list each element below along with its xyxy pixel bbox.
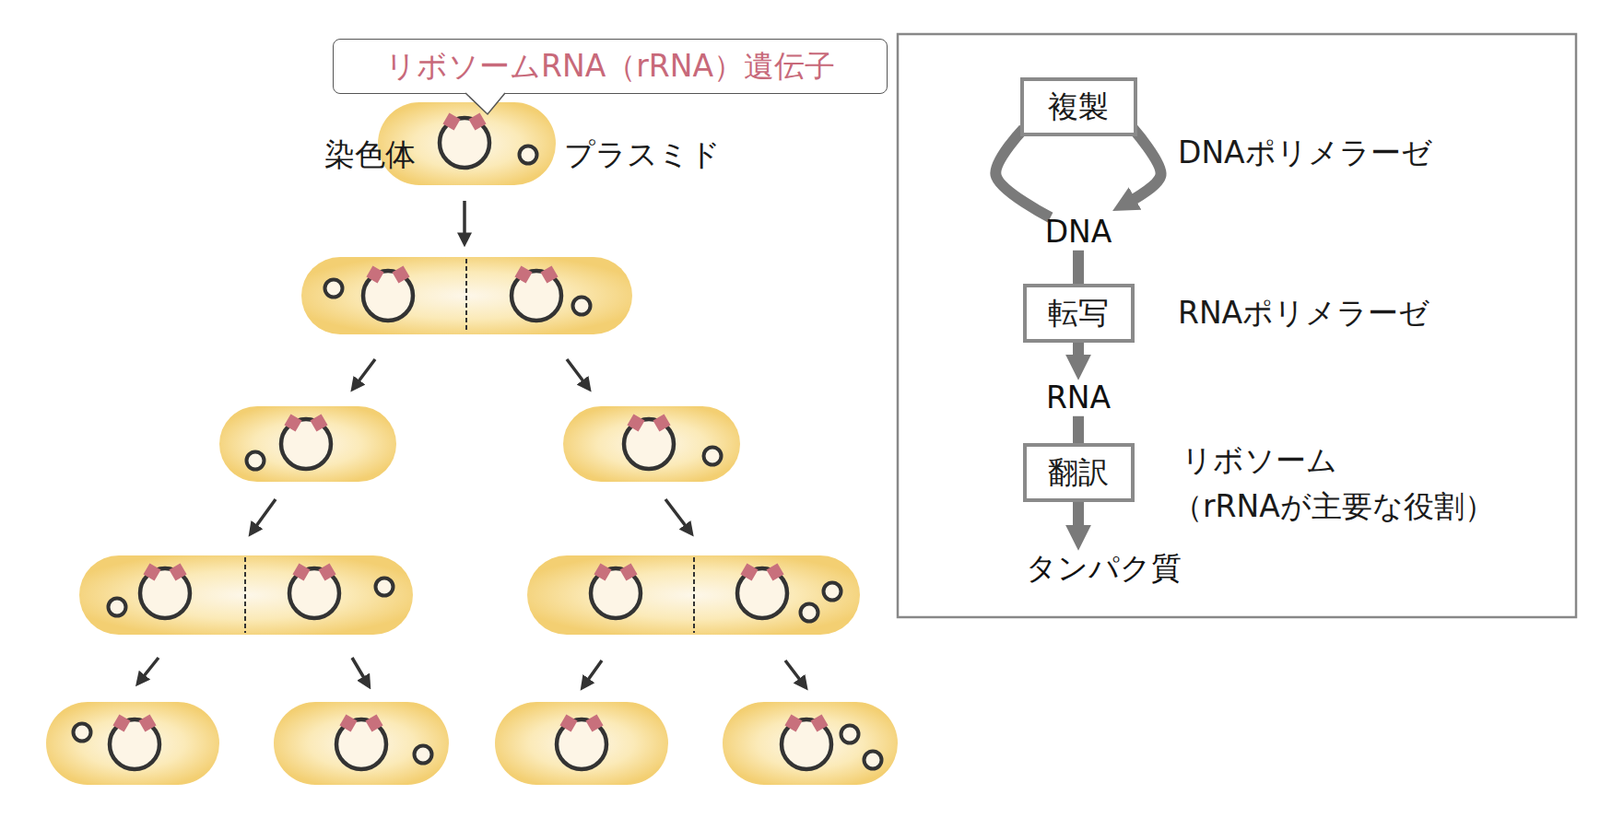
panel-frame	[897, 34, 1577, 618]
node-text: RNA	[1046, 379, 1111, 417]
flow-arrow	[1072, 250, 1084, 284]
molecule-label: タンパク質	[1023, 550, 1184, 588]
cell	[273, 702, 449, 786]
node-text: 翻訳	[1047, 454, 1109, 492]
molecule-label: RNA	[1044, 379, 1113, 417]
flow-arrow	[1133, 129, 1162, 200]
process-box: 転写	[1023, 283, 1135, 343]
cell	[722, 702, 898, 786]
dividing-cell	[79, 555, 413, 636]
cell	[219, 406, 397, 483]
node-text: 転写	[1047, 294, 1109, 332]
part-label: プラスミド	[564, 136, 721, 174]
flow-arrow	[995, 129, 1050, 218]
cell	[563, 406, 741, 483]
node-text: DNA	[1045, 213, 1113, 251]
process-box: 複製	[1020, 77, 1138, 137]
flow-arrow	[1072, 342, 1084, 356]
node-text: リボソームRNA（rRNA）遺伝子	[385, 47, 836, 85]
dividing-cell	[301, 257, 633, 335]
dividing-cell	[527, 555, 860, 636]
node-text: タンパク質	[1025, 550, 1182, 588]
cell	[494, 702, 669, 786]
part-label: 染色体	[324, 136, 416, 174]
flow-arrow	[1072, 416, 1084, 444]
node-text: 複製	[1047, 88, 1109, 126]
flow-arrow	[1072, 502, 1084, 527]
molecule-label: DNA	[1043, 213, 1115, 251]
enzyme-label: DNAポリメラーゼ	[1177, 134, 1433, 172]
cell	[46, 702, 220, 786]
enzyme-label: リボソーム	[1181, 442, 1338, 480]
note-label: （rRNAが主要な役割）	[1172, 488, 1495, 526]
gene-callout: リボソームRNA（rRNA）遺伝子	[332, 38, 888, 95]
enzyme-label: RNAポリメラーゼ	[1177, 294, 1430, 332]
process-box: 翻訳	[1023, 443, 1135, 503]
